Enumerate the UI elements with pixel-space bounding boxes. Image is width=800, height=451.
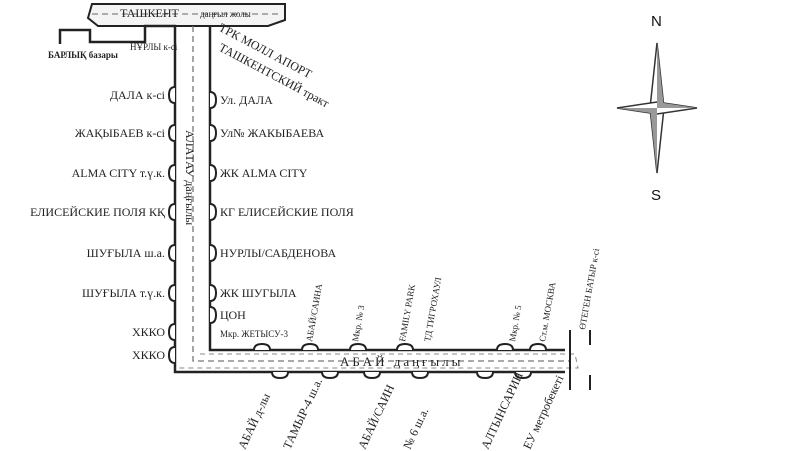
left-stop-label: ШУҒЫЛА ш.а. [87, 246, 165, 260]
stop-marker [209, 124, 218, 142]
stop-marker [167, 284, 176, 302]
stop-marker [496, 342, 514, 351]
stop-marker [301, 342, 319, 351]
lower-stop-label: ТАМЫР-4 ш.а. [280, 376, 325, 451]
upper-stop-label: Мкр. № 3 [350, 304, 366, 342]
vertical-road-name: АЛАТАУ даңғылы [183, 130, 197, 225]
right-stop-label: Ул№ ЖАКЫБАЕВА [220, 126, 324, 140]
upper-stop-label: Ст.м. МОСКВА [537, 281, 557, 342]
stop-marker [167, 244, 176, 262]
right-stop-label: ЖК ALMA CITY [220, 166, 308, 180]
stop-marker [167, 203, 176, 221]
stop-marker [363, 371, 381, 380]
lower-stop-label: АЛТЫНСАРИН [478, 370, 526, 451]
left-stop-label: ХККО [132, 348, 165, 362]
compass-north: N [651, 13, 662, 30]
left-stop-label: ЖАҚЫБАЕВ к-сі [75, 126, 166, 140]
bottom-road-name: АБАЙ даңғылы [340, 354, 463, 369]
right-stop-label: КГ ЕЛИСЕЙСКИЕ ПОЛЯ [220, 205, 354, 219]
lower-stop-label: № 6 ш.а. [400, 405, 431, 451]
lower-stop-label: ЕУ метробекеті [520, 372, 567, 451]
stop-marker [349, 342, 367, 351]
nurly-label: НҰРЛЫ к-сі [130, 42, 178, 52]
upper-stop-label: Мкр. ЖЕТЫСУ-3 [220, 329, 289, 339]
upper-stop-label: FAMILY PARK [397, 283, 417, 342]
upper-stop-label: АБАЙ/САИНА [304, 282, 324, 342]
stop-marker [396, 342, 414, 351]
stop-marker [209, 284, 218, 302]
compass-south: S [651, 187, 661, 204]
top-road-outline [86, 3, 286, 27]
stop-marker [167, 124, 176, 142]
stop-marker [167, 323, 176, 341]
right-stop-label: НУРЛЫ/САБДЕНОВА [220, 246, 336, 260]
upper-stop-label: ТД ТИГРОХАУЛ [422, 276, 443, 342]
stop-marker [529, 342, 547, 351]
stop-marker [271, 371, 289, 380]
stop-marker [167, 164, 176, 182]
stop-marker [476, 371, 494, 380]
left-stop-label: ХККО [132, 325, 165, 339]
stop-marker [209, 244, 218, 262]
stop-markers [167, 86, 547, 380]
stop-marker [321, 371, 339, 380]
abai-dash-outline [175, 353, 579, 369]
barlyk-label: БАРЛЫҚ базары [48, 50, 118, 60]
upper-stop-label: ӨТЕГЕН БАТЫР к-сі [577, 247, 601, 330]
upper-stop-label: Мкр. № 5 [507, 304, 523, 342]
right-stop-label: Ул. ДАЛА [220, 93, 273, 107]
compass-rose-icon [616, 42, 698, 174]
top-road-name: ТАШКЕНТ [120, 6, 180, 20]
left-stop-label: ЕЛИСЕЙСКИЕ ПОЛЯ КҚ [30, 205, 166, 219]
stop-marker [167, 346, 176, 364]
lower-stop-label: АБАЙ/САИН [355, 382, 397, 451]
stop-marker [514, 371, 532, 380]
stop-marker [209, 306, 218, 324]
route-center-dash [192, 26, 570, 362]
stop-marker [167, 86, 176, 104]
lower-stop-label: АБАЙ д-лы [235, 391, 273, 451]
stop-marker [411, 371, 429, 380]
left-stop-label: ALMA CITY т.ү.к. [72, 166, 165, 180]
right-stop-label: ЦОН [220, 308, 246, 322]
stop-marker [209, 91, 218, 109]
left-stop-label: ДАЛА к-сі [110, 88, 166, 102]
stop-marker [209, 164, 218, 182]
stop-marker [253, 342, 271, 351]
left-stop-label: ШУҒЫЛА т.ү.к. [82, 286, 165, 300]
stop-marker [209, 203, 218, 221]
right-stop-label: ЖК ШУГЫЛА [220, 286, 297, 300]
top-road-suffix: даңғыл жолы [200, 9, 251, 19]
